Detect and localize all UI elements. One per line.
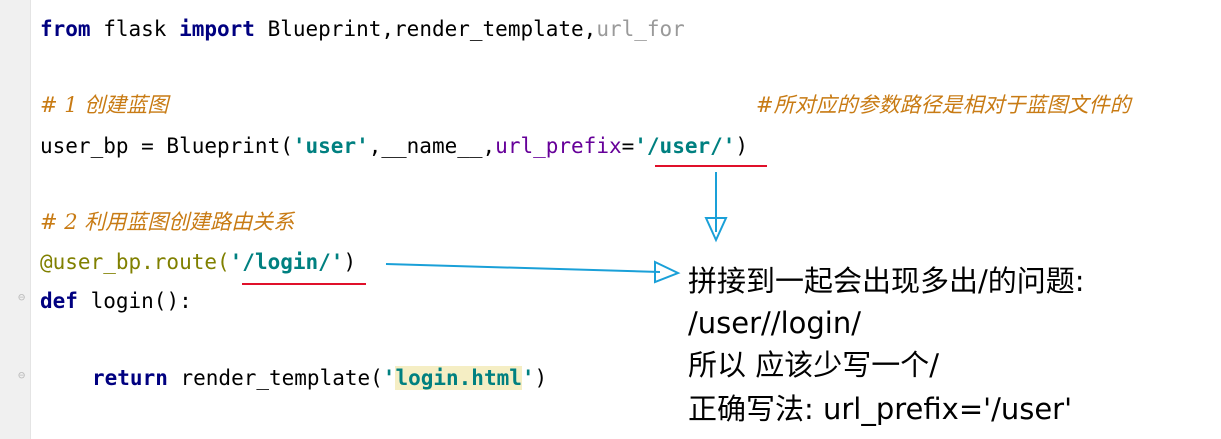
code-text: ) bbox=[534, 366, 548, 390]
code-comment[interactable]: #所对应的参数路径是相对于蓝图文件的 bbox=[756, 93, 1131, 117]
code-line-def[interactable]: def login(): bbox=[40, 287, 192, 315]
down-arrow-head bbox=[704, 217, 728, 243]
annotation-line: 所以 应该少写一个/ bbox=[688, 348, 939, 382]
code-text: flask bbox=[90, 17, 180, 41]
keyword: def bbox=[40, 289, 78, 313]
annotation-line: /user//login/ bbox=[688, 306, 861, 340]
code-text: user_bp = Blueprint( bbox=[40, 134, 293, 158]
unused-import: url_for bbox=[596, 17, 685, 41]
code-comment[interactable]: # 1 创建蓝图 bbox=[40, 93, 169, 117]
string-literal-highlighted: login.html bbox=[395, 366, 522, 390]
code-line-blueprint[interactable]: user_bp = Blueprint('user',__name__,url_… bbox=[40, 132, 748, 160]
string-literal: ' bbox=[521, 366, 535, 390]
right-arrow-shaft bbox=[385, 263, 661, 273]
editor-gutter bbox=[0, 0, 31, 439]
code-text: render_template( bbox=[167, 366, 383, 390]
code-line-return[interactable]: return render_template('login.html') bbox=[92, 364, 547, 392]
fold-icon[interactable]: ⊖ bbox=[18, 368, 26, 382]
right-arrow-head bbox=[654, 260, 681, 284]
annotation-line: 正确写法: url_prefix='/user' bbox=[688, 392, 1073, 426]
underline-route bbox=[242, 283, 366, 285]
code-text: ) bbox=[343, 250, 357, 274]
string-literal: '/login/' bbox=[229, 250, 344, 274]
fold-icon[interactable]: ⊖ bbox=[18, 290, 26, 304]
code-text: login(): bbox=[77, 289, 192, 313]
code-line-import[interactable]: from flask import Blueprint,render_templ… bbox=[40, 15, 685, 43]
string-literal: 'user' bbox=[292, 134, 369, 158]
code-text: Blueprint,render_template, bbox=[254, 17, 597, 41]
code-comment[interactable]: # 2 利用蓝图创建路由关系 bbox=[40, 210, 295, 234]
keyword: return bbox=[92, 366, 168, 390]
code-text: ,__name__, bbox=[368, 134, 496, 158]
code-text: = bbox=[621, 134, 635, 158]
code-text: ) bbox=[735, 134, 749, 158]
annotation-line: 拼接到一起会出现多出/的问题: bbox=[688, 264, 1085, 298]
decorator: @user_bp.route( bbox=[40, 250, 230, 274]
keyword: import bbox=[179, 17, 255, 41]
underline-url-prefix bbox=[655, 165, 767, 167]
string-literal: ' bbox=[382, 366, 396, 390]
string-literal: '/user/' bbox=[634, 134, 736, 158]
param-name: url_prefix bbox=[495, 134, 622, 158]
code-line-route[interactable]: @user_bp.route('/login/') bbox=[40, 248, 356, 276]
keyword: from bbox=[40, 17, 91, 41]
